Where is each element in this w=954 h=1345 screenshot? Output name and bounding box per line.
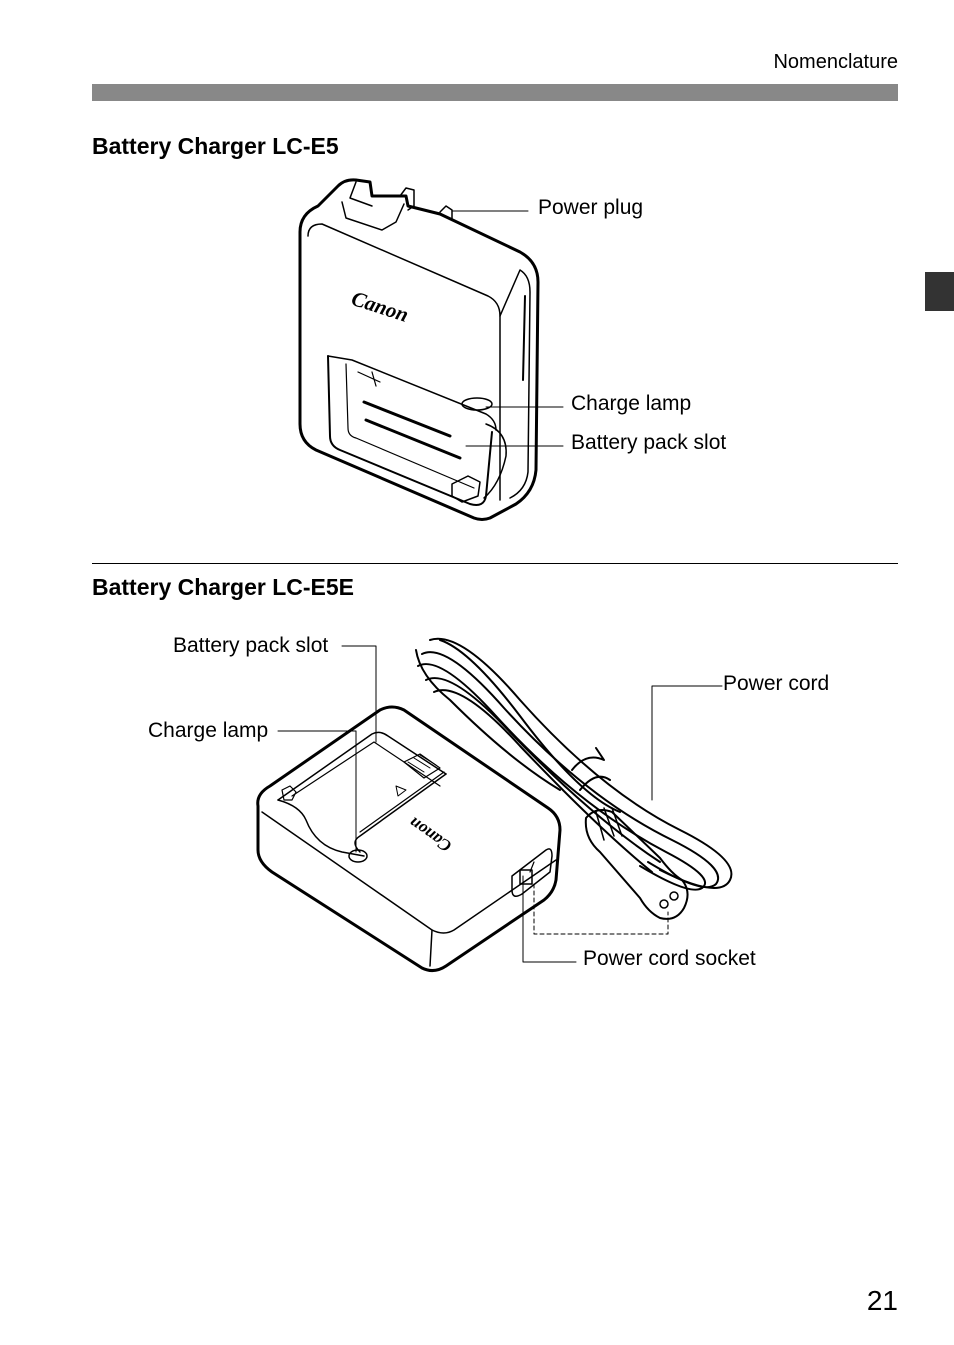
chapter-tab xyxy=(925,272,954,311)
label-charge-lamp-lc-e5: Charge lamp xyxy=(571,392,692,415)
lc-e5e-charger-drawing xyxy=(256,637,733,973)
section-divider xyxy=(92,563,898,564)
page-number: 21 xyxy=(866,1285,898,1316)
label-battery-pack-slot-lc-e5e: Battery pack slot xyxy=(173,634,329,657)
running-header: Nomenclature xyxy=(773,51,898,73)
section-title-lc-e5: Battery Charger LC-E5 xyxy=(92,133,339,159)
section-title-lc-e5e: Battery Charger LC-E5E xyxy=(92,574,355,600)
lc-e5-charger-drawing xyxy=(298,178,564,521)
label-battery-pack-slot-lc-e5: Battery pack slot xyxy=(571,431,727,454)
label-power-plug: Power plug xyxy=(538,196,644,219)
label-power-cord: Power cord xyxy=(723,672,830,695)
label-power-cord-socket: Power cord socket xyxy=(583,947,756,970)
label-charge-lamp-lc-e5e: Charge lamp xyxy=(148,719,269,742)
header-bar xyxy=(92,84,898,101)
